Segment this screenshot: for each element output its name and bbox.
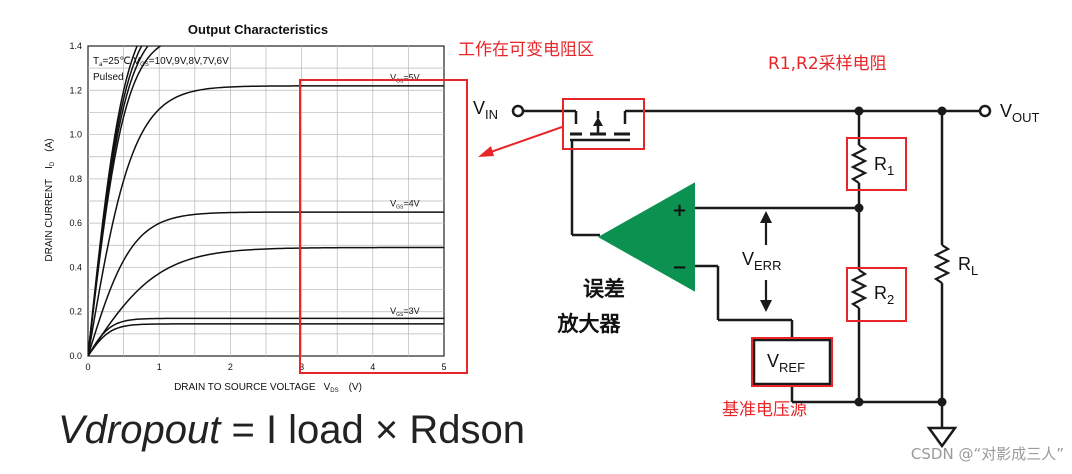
output-characteristics-chart: Output Characteristics 0.0 0.2 0.4 0.6 0.8 1.…: [44, 22, 447, 394]
mosfet-pass-element: [564, 109, 636, 142]
formula-rhs: = I load × Rdson: [231, 408, 526, 452]
curve-vgs-7V: [88, 46, 162, 356]
curve-vgs-6V: [88, 85, 444, 356]
error-amp-label-line2: 放大器: [557, 312, 622, 336]
annotation-variable-region: 工作在可变电阻区: [458, 40, 594, 60]
series-label: VGS=3V: [390, 306, 420, 318]
dropout-formula: Vdropout = I load × Rdson: [58, 408, 525, 453]
vin-terminal: [511, 104, 525, 118]
watermark: CSDN @“对影成三人”: [910, 445, 1064, 463]
chart-note-pulsed: Pulsed: [93, 72, 124, 83]
vref-label: VREF: [767, 351, 805, 375]
formula-lhs: Vdropout: [58, 408, 221, 452]
series-labels: VGS=5V VGS=4V VGS=3V: [390, 72, 420, 318]
chart-curves: [88, 46, 444, 356]
curve-vgs-unlabeled: [88, 246, 444, 356]
annotation-arrow: [478, 126, 563, 157]
series-label: VGS=4V: [390, 199, 420, 211]
resistor-r2-zigzag: [850, 269, 868, 309]
curve-vgs-8V: [88, 46, 149, 356]
x-tick-label: 2: [228, 362, 233, 372]
y-axis-label: DRAIN CURRENTID(A): [44, 138, 56, 261]
error-amp-label-line1: 误差: [583, 277, 625, 301]
r1-highlight-box: [846, 137, 907, 191]
curve-vgs-3V: [88, 317, 444, 356]
verr-arrow-up-icon: [760, 211, 772, 223]
chart-title: Output Characteristics: [188, 22, 328, 37]
vin-label: VIN: [473, 98, 498, 122]
vref-source: [752, 338, 832, 386]
y-tick-label: 1.2: [69, 85, 82, 95]
mosfet-highlight-box: [562, 98, 645, 150]
curve-vgs-4V: [88, 211, 444, 356]
annotation-sampling-resistors: R1,R2采样电阻: [768, 54, 887, 74]
ldo-circuit: [511, 104, 992, 449]
y-tick-label: 0.8: [69, 174, 82, 184]
r1-label: R1: [874, 154, 894, 178]
amp-minus-sign: −: [672, 257, 687, 278]
vout-label: VOUT: [1000, 101, 1040, 125]
y-tick-label: 0.6: [69, 218, 82, 228]
chart-note-conditions: Ta=25℃ VGS=10V,9V,8V,7V,6V: [93, 56, 229, 68]
error-amplifier: [597, 182, 695, 292]
saturation-region-box: [299, 79, 468, 374]
y-tick-label: 1.0: [69, 130, 82, 140]
r2-label: R2: [874, 283, 894, 307]
x-tick-label: 1: [157, 362, 162, 372]
y-tick-labels: 0.0 0.2 0.4 0.6 0.8 1.0 1.2 1.4: [69, 41, 82, 361]
x-tick-labels: 0 1 2 3 4 5: [85, 362, 446, 372]
x-tick-label: 0: [85, 362, 90, 372]
resistor-rl-zigzag: [933, 244, 951, 284]
annotation-reference-source: 基准电压源: [722, 400, 807, 420]
x-tick-label: 5: [441, 362, 446, 372]
y-tick-label: 0.0: [69, 351, 82, 361]
rl-label: RL: [958, 254, 978, 278]
curve-vgs-unlabeled: [88, 323, 444, 356]
vout-terminal: [978, 104, 992, 118]
series-label: VGS=5V: [390, 72, 420, 84]
chart-grid: [88, 46, 444, 356]
vref-highlight-box: [751, 337, 833, 387]
x-tick-label: 4: [370, 362, 375, 372]
y-tick-label: 0.2: [69, 307, 82, 317]
ground-icon: [926, 426, 958, 449]
resistor-r1-zigzag: [850, 144, 868, 184]
verr-label: VERR: [742, 249, 781, 273]
y-tick-label: 0.4: [69, 262, 82, 272]
x-tick-label: 3: [299, 362, 304, 372]
r2-highlight-box: [846, 267, 907, 322]
amp-plus-sign: +: [672, 200, 687, 221]
verr-arrow-down-icon: [760, 300, 772, 312]
y-tick-label: 1.4: [69, 41, 82, 51]
